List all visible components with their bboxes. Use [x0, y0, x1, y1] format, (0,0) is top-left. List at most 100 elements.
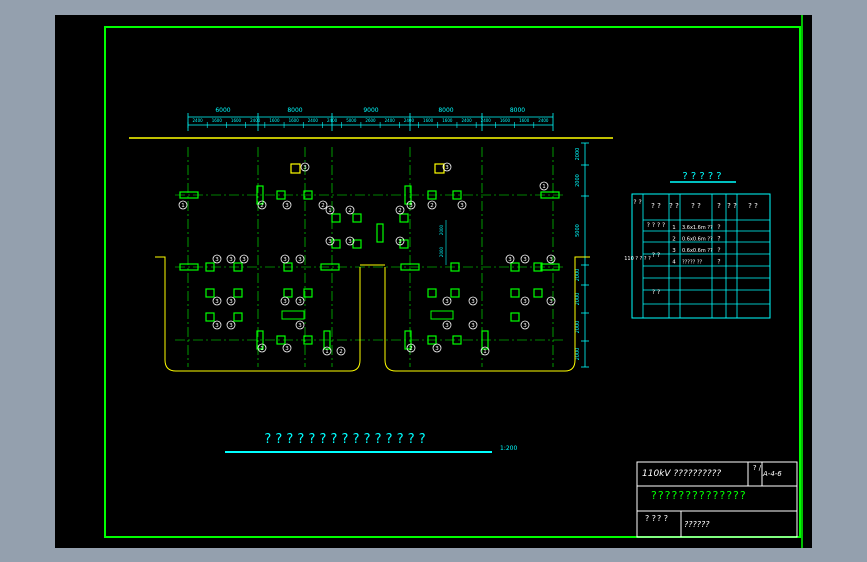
- callout-marker: [212, 296, 222, 306]
- dimension-middle-label: 2000: [439, 224, 444, 235]
- foundation-rect-vertical: [404, 185, 412, 205]
- title-block-field-b: ? ?: [657, 514, 669, 523]
- callout-marker: [468, 320, 478, 330]
- callout-marker: [295, 320, 305, 330]
- callout-marker: [295, 296, 305, 306]
- callout-label: 2: [430, 203, 434, 209]
- foundation-square: [283, 288, 293, 298]
- table-header: ? ?: [691, 202, 701, 210]
- dimension-right-label: 5000: [575, 224, 581, 237]
- title-block-lines: [636, 461, 798, 538]
- dimension-right-label: 2000: [575, 148, 581, 161]
- project-name: 110kV ??????????: [642, 469, 722, 479]
- callout-marker: [427, 200, 437, 210]
- callout-marker: [280, 254, 290, 264]
- callout-marker: [406, 343, 416, 353]
- callout-marker: [480, 346, 490, 356]
- table-row-qty: ?: [717, 224, 720, 231]
- callout-marker: [212, 254, 222, 264]
- callout-label: 2: [398, 208, 402, 214]
- foundation-square: [399, 213, 409, 223]
- table-group-label: ? ? ? ?: [647, 222, 665, 229]
- dimension-sub-label: 5000: [346, 118, 357, 123]
- foundation-square: [276, 190, 286, 200]
- foundation-square: [303, 335, 313, 345]
- callout-label: 3: [328, 239, 332, 245]
- callout-marker: [432, 343, 442, 353]
- dimension-sub-label: 2600: [365, 118, 376, 123]
- foundation-square: [233, 312, 243, 322]
- foundation-square: [331, 239, 341, 249]
- callout-marker: [226, 320, 236, 330]
- dimension-sub-label: 2400: [193, 118, 204, 123]
- foundation-square: [303, 288, 313, 298]
- callout-marker: [325, 205, 335, 215]
- foundation-square: [427, 335, 437, 345]
- callout-label: 3: [229, 323, 233, 329]
- callout-label: 3: [298, 323, 302, 329]
- table-header: ? ?: [748, 202, 758, 210]
- foundation-square: [427, 190, 437, 200]
- callout-marker: [546, 296, 556, 306]
- dimension-sub-label: 2400: [461, 118, 472, 123]
- callout-label: 3: [523, 299, 527, 305]
- callout-label: 3: [229, 299, 233, 305]
- dimension-sub-label: 1600: [423, 118, 434, 123]
- callout-label: 3: [508, 257, 512, 263]
- table-row-spec: ????? ??: [682, 260, 703, 266]
- callout-label: 3: [471, 323, 475, 329]
- callout-label: 3: [298, 299, 302, 305]
- plan-caption: ? ? ? ? ? ? ? ? ? ? ? ? ? ? ?: [264, 432, 425, 447]
- callout-marker: [239, 254, 249, 264]
- callout-marker: [457, 200, 467, 210]
- bay-outline-left: [155, 256, 361, 372]
- callout-label: 3: [409, 203, 413, 209]
- table-side-label: 110 ? ? ? ?: [624, 256, 651, 262]
- callout-marker: [520, 320, 530, 330]
- callout-label: 1: [483, 349, 487, 355]
- dimension-span-label: 8000: [287, 107, 302, 114]
- dimension-sub-label: 2400: [327, 118, 338, 123]
- foundation-rect-vertical: [256, 185, 264, 205]
- callout-marker: [539, 181, 549, 191]
- foundation-square: [452, 190, 462, 200]
- foundation-rect: [400, 263, 420, 271]
- foundation-square: [283, 262, 293, 272]
- table-row-spec: 3.6x1.6m ??: [682, 225, 713, 231]
- callout-marker: [318, 200, 328, 210]
- foundation-rect-vertical: [376, 223, 384, 243]
- table-header: ? ?: [727, 202, 737, 210]
- foundation-rect: [320, 263, 340, 271]
- foundation-square: [452, 335, 462, 345]
- callout-label: 1: [325, 349, 329, 355]
- callout-label: 3: [445, 323, 449, 329]
- callout-label: 3: [215, 323, 219, 329]
- foundation-square: [233, 288, 243, 298]
- plan-scale: 1:200: [500, 445, 517, 452]
- foundation-square: [276, 335, 286, 345]
- inner-border: [104, 26, 801, 538]
- dimension-sub-label: 2400: [538, 118, 549, 123]
- title-block-field-a: ? ?: [645, 514, 657, 523]
- callout-marker: [505, 254, 515, 264]
- callout-label: 2: [409, 346, 413, 352]
- dimension-span-label: 6000: [215, 107, 230, 114]
- callout-marker: [325, 236, 335, 246]
- table-row-no: 2: [672, 237, 676, 243]
- bay-outline-right: [384, 256, 590, 372]
- callout-marker: [336, 346, 346, 356]
- table-header-row-label: ? ?: [633, 199, 641, 206]
- dimension-right-label: 2000: [575, 269, 581, 282]
- callout-marker: [226, 296, 236, 306]
- table-row-no: 3: [672, 248, 676, 254]
- foundation-square: [427, 288, 437, 298]
- callout-label: 3: [348, 239, 352, 245]
- table-header: ? ?: [669, 202, 679, 210]
- callout-marker: [282, 200, 292, 210]
- title-block-note: ??????: [684, 520, 710, 529]
- table-header: ? ?: [651, 202, 661, 210]
- foundation-square: [450, 262, 460, 272]
- dimension-sub-label: 2400: [250, 118, 261, 123]
- foundation-rect: [179, 263, 199, 271]
- foundation-rect-vertical: [481, 330, 489, 350]
